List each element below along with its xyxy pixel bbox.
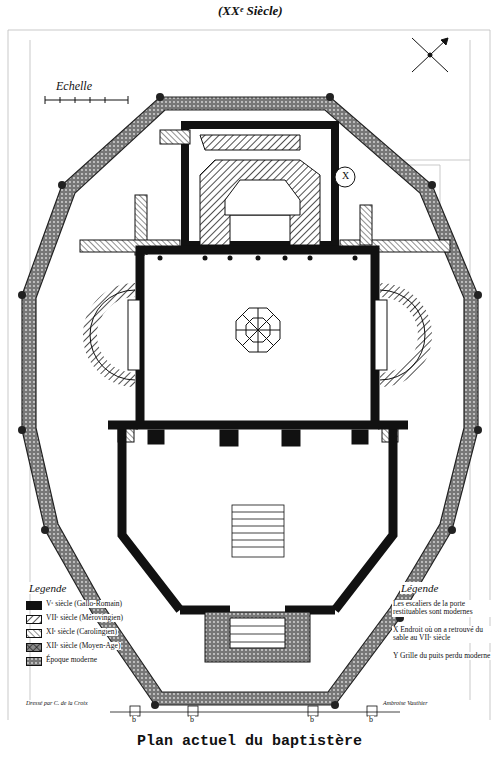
note-text: Les escaliers de la porte restituables s…	[392, 600, 494, 617]
plan-caption: Plan actuel du baptistère	[136, 734, 363, 751]
marker-letter: b	[131, 716, 137, 725]
callout-letter: X	[341, 170, 350, 181]
legend-swatch	[26, 657, 42, 666]
marker-letter: b	[309, 716, 315, 725]
note-text: Y Grille du puits perdu moderne	[392, 652, 494, 660]
legend-swatch	[26, 643, 42, 652]
legend-swatch	[26, 615, 42, 624]
author-credit: Dressé par C. de la Croix	[25, 700, 89, 707]
legend-text: XIIᵉ siècle (Moyen-Age)	[45, 642, 121, 650]
marker-letter: b	[189, 716, 195, 725]
note-text: X Endroit où on a retrouvé du sable au V…	[392, 626, 494, 643]
legend-heading: Legende	[28, 582, 67, 594]
legend-text: Époque moderne	[45, 656, 98, 664]
legend-swatch	[26, 629, 42, 638]
plan-heading: (XXᵉ Siècle)	[217, 4, 284, 18]
legend-text: VIIᵉ siècle (Mérovingien)	[45, 614, 124, 622]
legend-heading: Légende	[400, 582, 439, 594]
legend-swatch	[26, 601, 42, 610]
scale-label: Echelle	[55, 80, 93, 93]
legend-text: Vᵉ siècle (Gallo-Romain)	[45, 600, 123, 608]
author-credit: Ambroise Vauthier	[382, 700, 429, 707]
marker-letter: b	[368, 716, 374, 725]
legend-text: XIᵉ siècle (Carolingien)	[45, 628, 118, 636]
